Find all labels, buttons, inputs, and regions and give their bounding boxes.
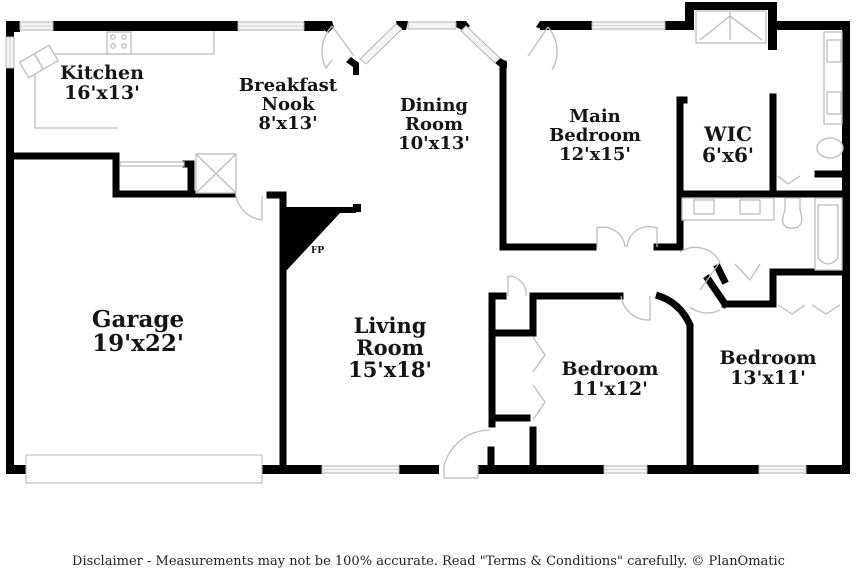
room-label-kitchen: Kitchen 16'x13' — [52, 62, 152, 104]
room-dimensions: 10'x13' — [398, 132, 470, 154]
room-dimensions: 19'x22' — [92, 330, 184, 358]
windows — [5, 21, 807, 484]
room-name: Kitchen — [60, 62, 144, 84]
room-dimensions: 8'x13' — [258, 112, 318, 134]
kitchen-fixtures — [18, 31, 237, 194]
room-dimensions: 12'x15' — [559, 143, 631, 165]
room-label-living-room: Living Room 15'x18' — [335, 313, 445, 383]
room-dimensions: 15'x18' — [348, 357, 432, 383]
room-name: WIC — [704, 122, 752, 146]
room-name-line2: Room — [404, 113, 464, 135]
room-name: Bedroom — [719, 347, 817, 369]
room-label-garage: Garage 19'x22' — [78, 306, 198, 358]
room-label-breakfast-nook: Breakfast Nook 8'x13' — [228, 75, 348, 134]
interior-walls — [6, 60, 850, 472]
room-label-dining-room: Dining Room 10'x13' — [384, 95, 484, 154]
room-name: Garage — [91, 306, 185, 333]
room-dimensions: 13'x11' — [730, 366, 806, 389]
room-name-line2: Room — [356, 335, 424, 361]
exterior-walls — [6, 2, 850, 474]
bay-window-walls — [320, 21, 552, 75]
room-name-line2: Nook — [261, 93, 315, 115]
room-dimensions: 6'x6' — [701, 143, 754, 167]
room-label-main-bedroom: Main Bedroom 12'x15' — [540, 106, 650, 165]
room-name: Main — [569, 106, 621, 127]
room-label-bedroom-3: Bedroom 13'x11' — [708, 347, 828, 389]
room-label-wic: WIC 6'x6' — [688, 124, 768, 166]
disclaimer-text: Disclaimer - Measurements may not be 100… — [72, 554, 785, 569]
room-label-bedroom-2: Bedroom 11'x12' — [550, 358, 670, 400]
room-name: Breakfast — [238, 75, 338, 96]
room-dimensions: 11'x12' — [572, 377, 648, 400]
fireplace-label: FP — [311, 246, 325, 256]
room-name: Bedroom — [561, 358, 659, 380]
door-swings — [235, 25, 841, 479]
room-name: Dining — [399, 95, 469, 116]
room-name: Living — [353, 313, 427, 338]
bath-fixtures — [681, 10, 844, 271]
room-name-line2: Bedroom — [549, 124, 641, 146]
room-dimensions: 16'x13' — [64, 81, 140, 104]
